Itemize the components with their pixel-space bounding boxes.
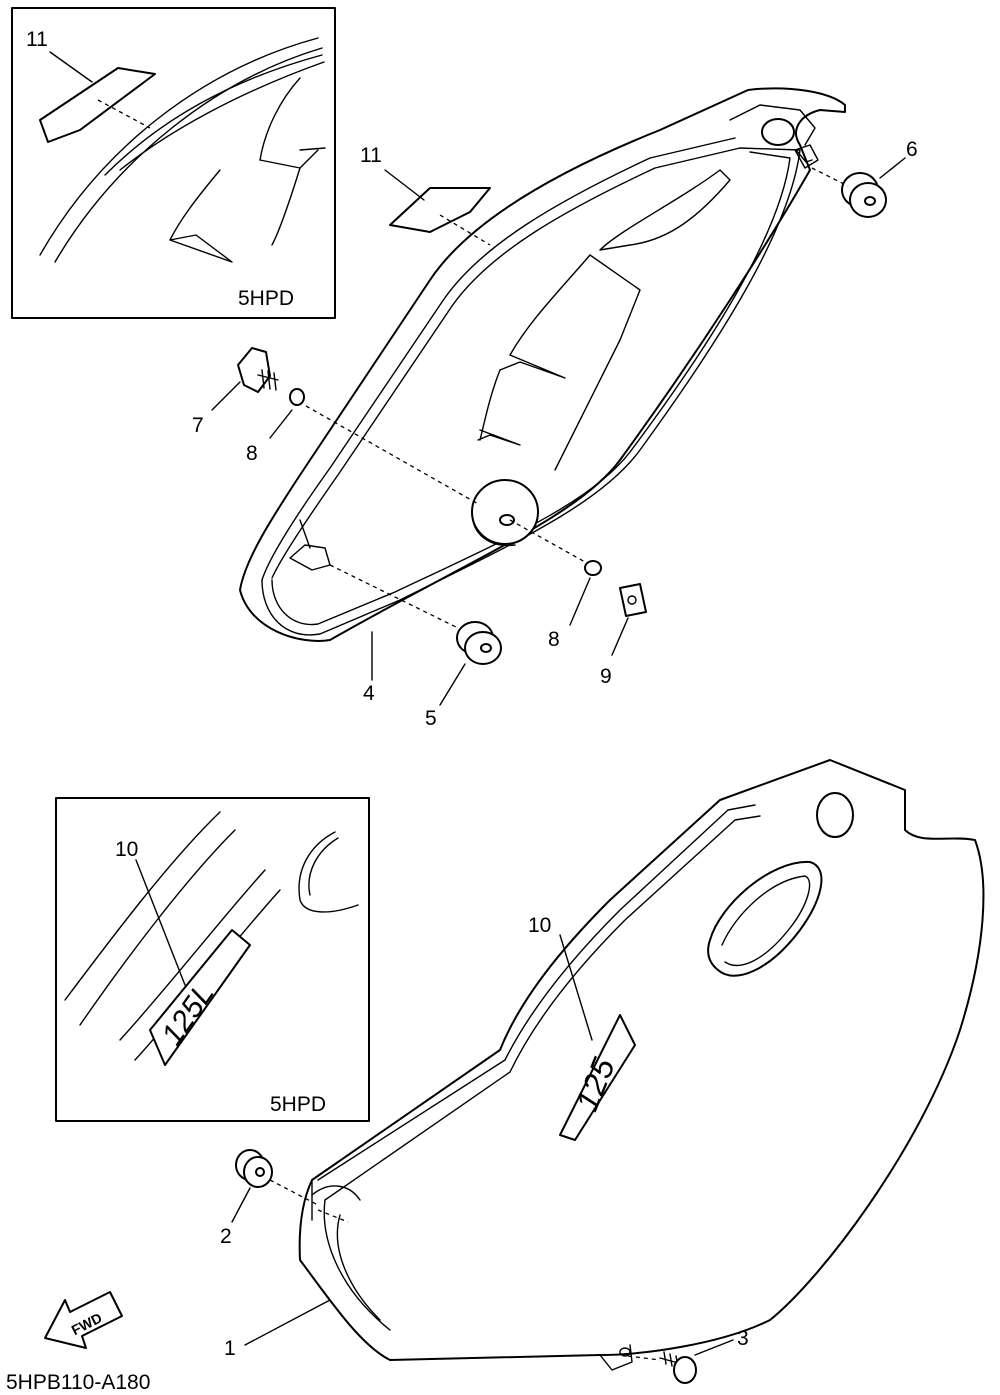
- decal-11-shape: [389, 187, 491, 233]
- oval-opening: [707, 860, 823, 977]
- side-cover-panel-body: [298, 759, 985, 1361]
- emblem-125-shape: [559, 1014, 636, 1141]
- callout-5: 5: [425, 707, 437, 730]
- grommet-6: 6: [811, 138, 918, 218]
- grommet-5: 5: [329, 564, 502, 730]
- grommet-2: 2: [220, 1149, 319, 1248]
- nut-9: 9: [600, 583, 647, 688]
- fwd-arrow: FWD: [44, 1291, 123, 1349]
- callout-7: 7: [192, 414, 204, 437]
- callout-8-lower: 8: [548, 628, 560, 651]
- washer-8-lower: 8: [509, 519, 602, 651]
- inset-bottom: 125L 10 5HPD: [55, 797, 370, 1122]
- callout-11-inset: 11: [26, 28, 48, 51]
- screw-3: 3: [627, 1327, 749, 1384]
- inset-top-frame: [11, 7, 336, 319]
- callout-9: 9: [600, 665, 612, 688]
- emblem-125l-shape: [149, 929, 251, 1066]
- side-cover-panel: 125: [298, 759, 985, 1371]
- inset-top: 11 5HPD: [11, 7, 336, 319]
- callout-2: 2: [220, 1225, 232, 1248]
- screw-clip-7: 7: [192, 347, 279, 437]
- washer-8-upper: 8: [246, 388, 481, 506]
- mount-hole: [816, 792, 854, 838]
- callout-10-inset: 10: [115, 838, 138, 861]
- callout-8-upper: 8: [246, 442, 258, 465]
- callout-3: 3: [737, 1327, 749, 1350]
- callout-6: 6: [906, 138, 918, 161]
- inset-top-label: 5HPD: [238, 287, 294, 310]
- inset-bottom-frame: [55, 797, 370, 1122]
- callout-11: 11: [360, 144, 382, 167]
- inset-bottom-label: 5HPD: [270, 1093, 326, 1116]
- side-cover-body: [239, 87, 846, 642]
- fwd-arrow-shape: [44, 1291, 123, 1349]
- side-cover-bracket: [239, 87, 846, 642]
- callout-10: 10: [528, 914, 551, 937]
- callout-1: 1: [224, 1337, 236, 1360]
- callout-4: 4: [363, 682, 375, 705]
- diagram-code: 5HPB110-A180: [6, 1371, 150, 1394]
- decal-11: 11: [360, 144, 491, 246]
- decal-11-inset: [39, 67, 156, 143]
